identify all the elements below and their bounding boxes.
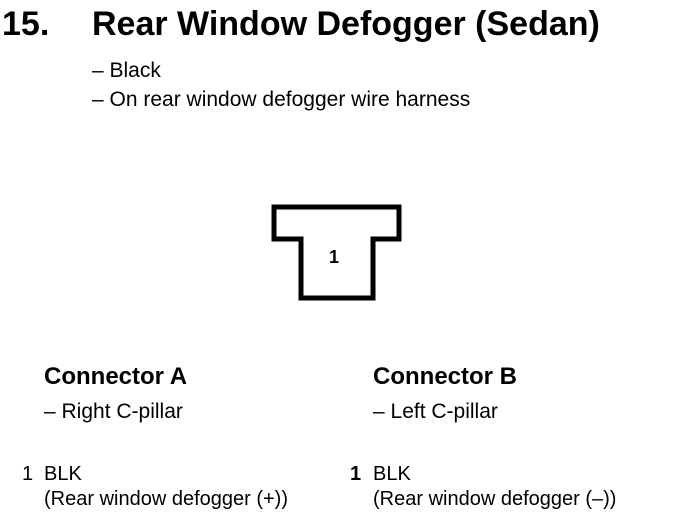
connector-a-location: – Right C-pillar xyxy=(44,400,183,423)
connector-a-title: Connector A xyxy=(44,363,188,390)
connector-b-location: – Left C-pillar xyxy=(373,400,498,423)
connector-color: – Black xyxy=(92,59,161,82)
page-title: Rear Window Defogger (Sedan) xyxy=(92,5,600,43)
connector-b-wire-color: BLK xyxy=(373,463,411,485)
connector-b-pin-number: 1 xyxy=(350,463,362,485)
connector-face-diagram: 1 xyxy=(271,204,402,301)
connector-b-pin-function: (Rear window defogger (–)) xyxy=(373,488,617,510)
section-number: 15. xyxy=(2,5,50,43)
connector-pin-label: 1 xyxy=(329,247,339,267)
connector-location: – On rear window defogger wire harness xyxy=(92,88,471,111)
connector-outline xyxy=(271,204,402,301)
connector-a-wire-color: BLK xyxy=(44,463,82,485)
connector-a-pin-function: (Rear window defogger (+)) xyxy=(44,488,288,510)
connector-b-title: Connector B xyxy=(373,363,517,390)
connector-a-pin-number: 1 xyxy=(22,463,34,485)
